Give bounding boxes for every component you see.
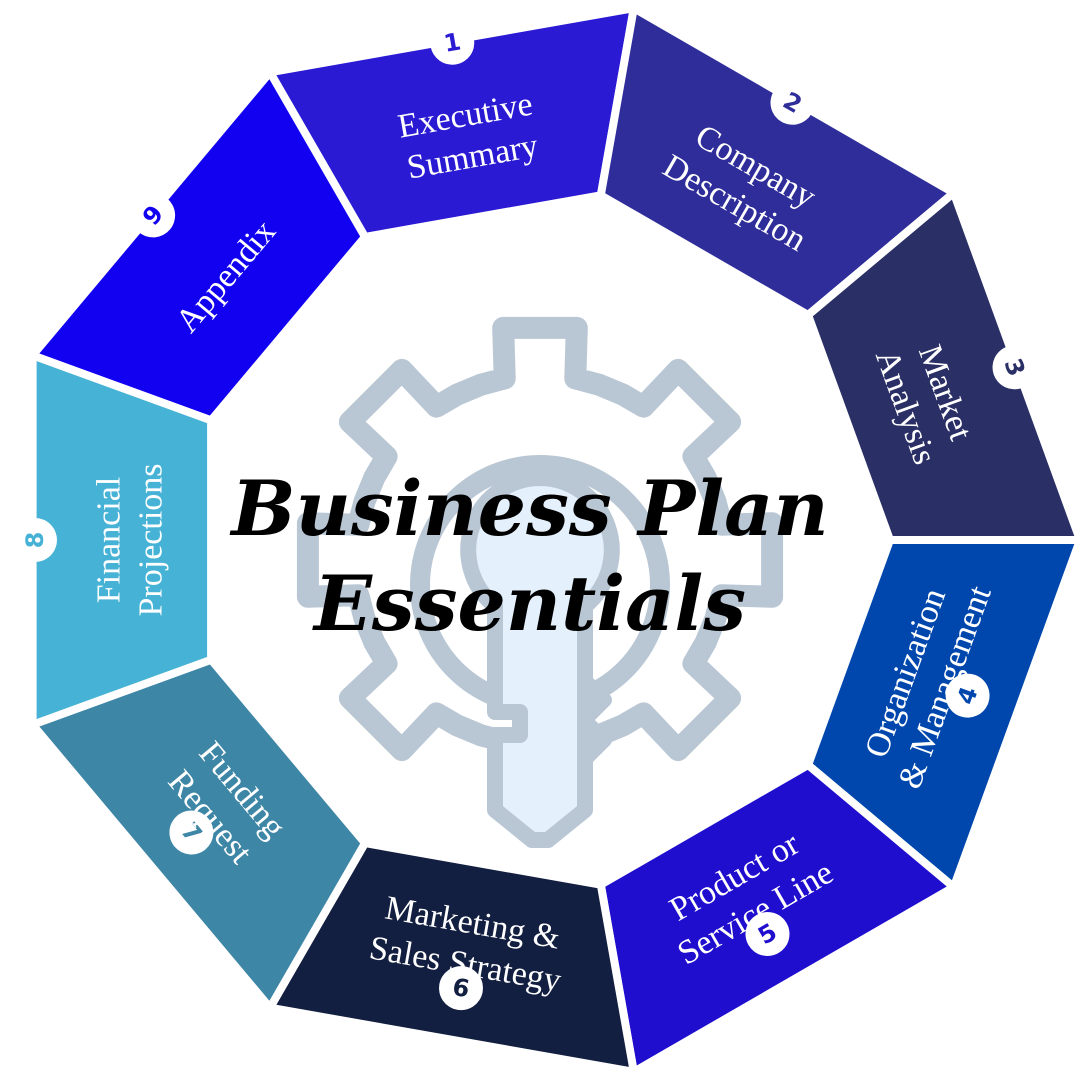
number-badge-circle (992, 345, 1037, 390)
number-badge-circle (131, 193, 176, 238)
number-badge-circle (770, 80, 815, 125)
segment-number: 6 (450, 973, 471, 1003)
segment-8-badge: 8 (13, 518, 57, 562)
number-badge-circle (439, 966, 483, 1011)
number-badge-circle (169, 810, 214, 855)
segment-1-badge: 1 (430, 20, 475, 65)
title-line-2: Essentials (312, 559, 746, 648)
number-badge-circle (945, 673, 990, 718)
segment-label-line: Projections (133, 464, 170, 617)
segment-number: 1 (442, 27, 463, 57)
number-badge-circle (13, 518, 57, 562)
number-badge-circle (745, 912, 790, 956)
segment-label-line: Financial (91, 477, 128, 604)
title-line-1: Business Plan (229, 464, 828, 553)
segment-9-badge: 9 (131, 193, 176, 238)
segments-layer: 1ExecutiveSummary2CompanyDescription3Mar… (13, 1, 1080, 1079)
segment-3-badge: 3 (992, 345, 1037, 390)
key-shape (460, 470, 620, 848)
segment-6-badge: 6 (439, 966, 483, 1011)
number-badge-circle (430, 20, 475, 65)
segment-4-badge: 4 (945, 673, 990, 718)
segment-number: 8 (21, 532, 49, 549)
segment-7-badge: 7 (169, 810, 214, 855)
gear-with-key-icon (296, 316, 784, 848)
segment-5-badge: 5 (745, 912, 790, 956)
segment-9-shape (25, 65, 370, 426)
key-notch (578, 673, 612, 767)
segment-2-badge: 2 (770, 80, 815, 125)
